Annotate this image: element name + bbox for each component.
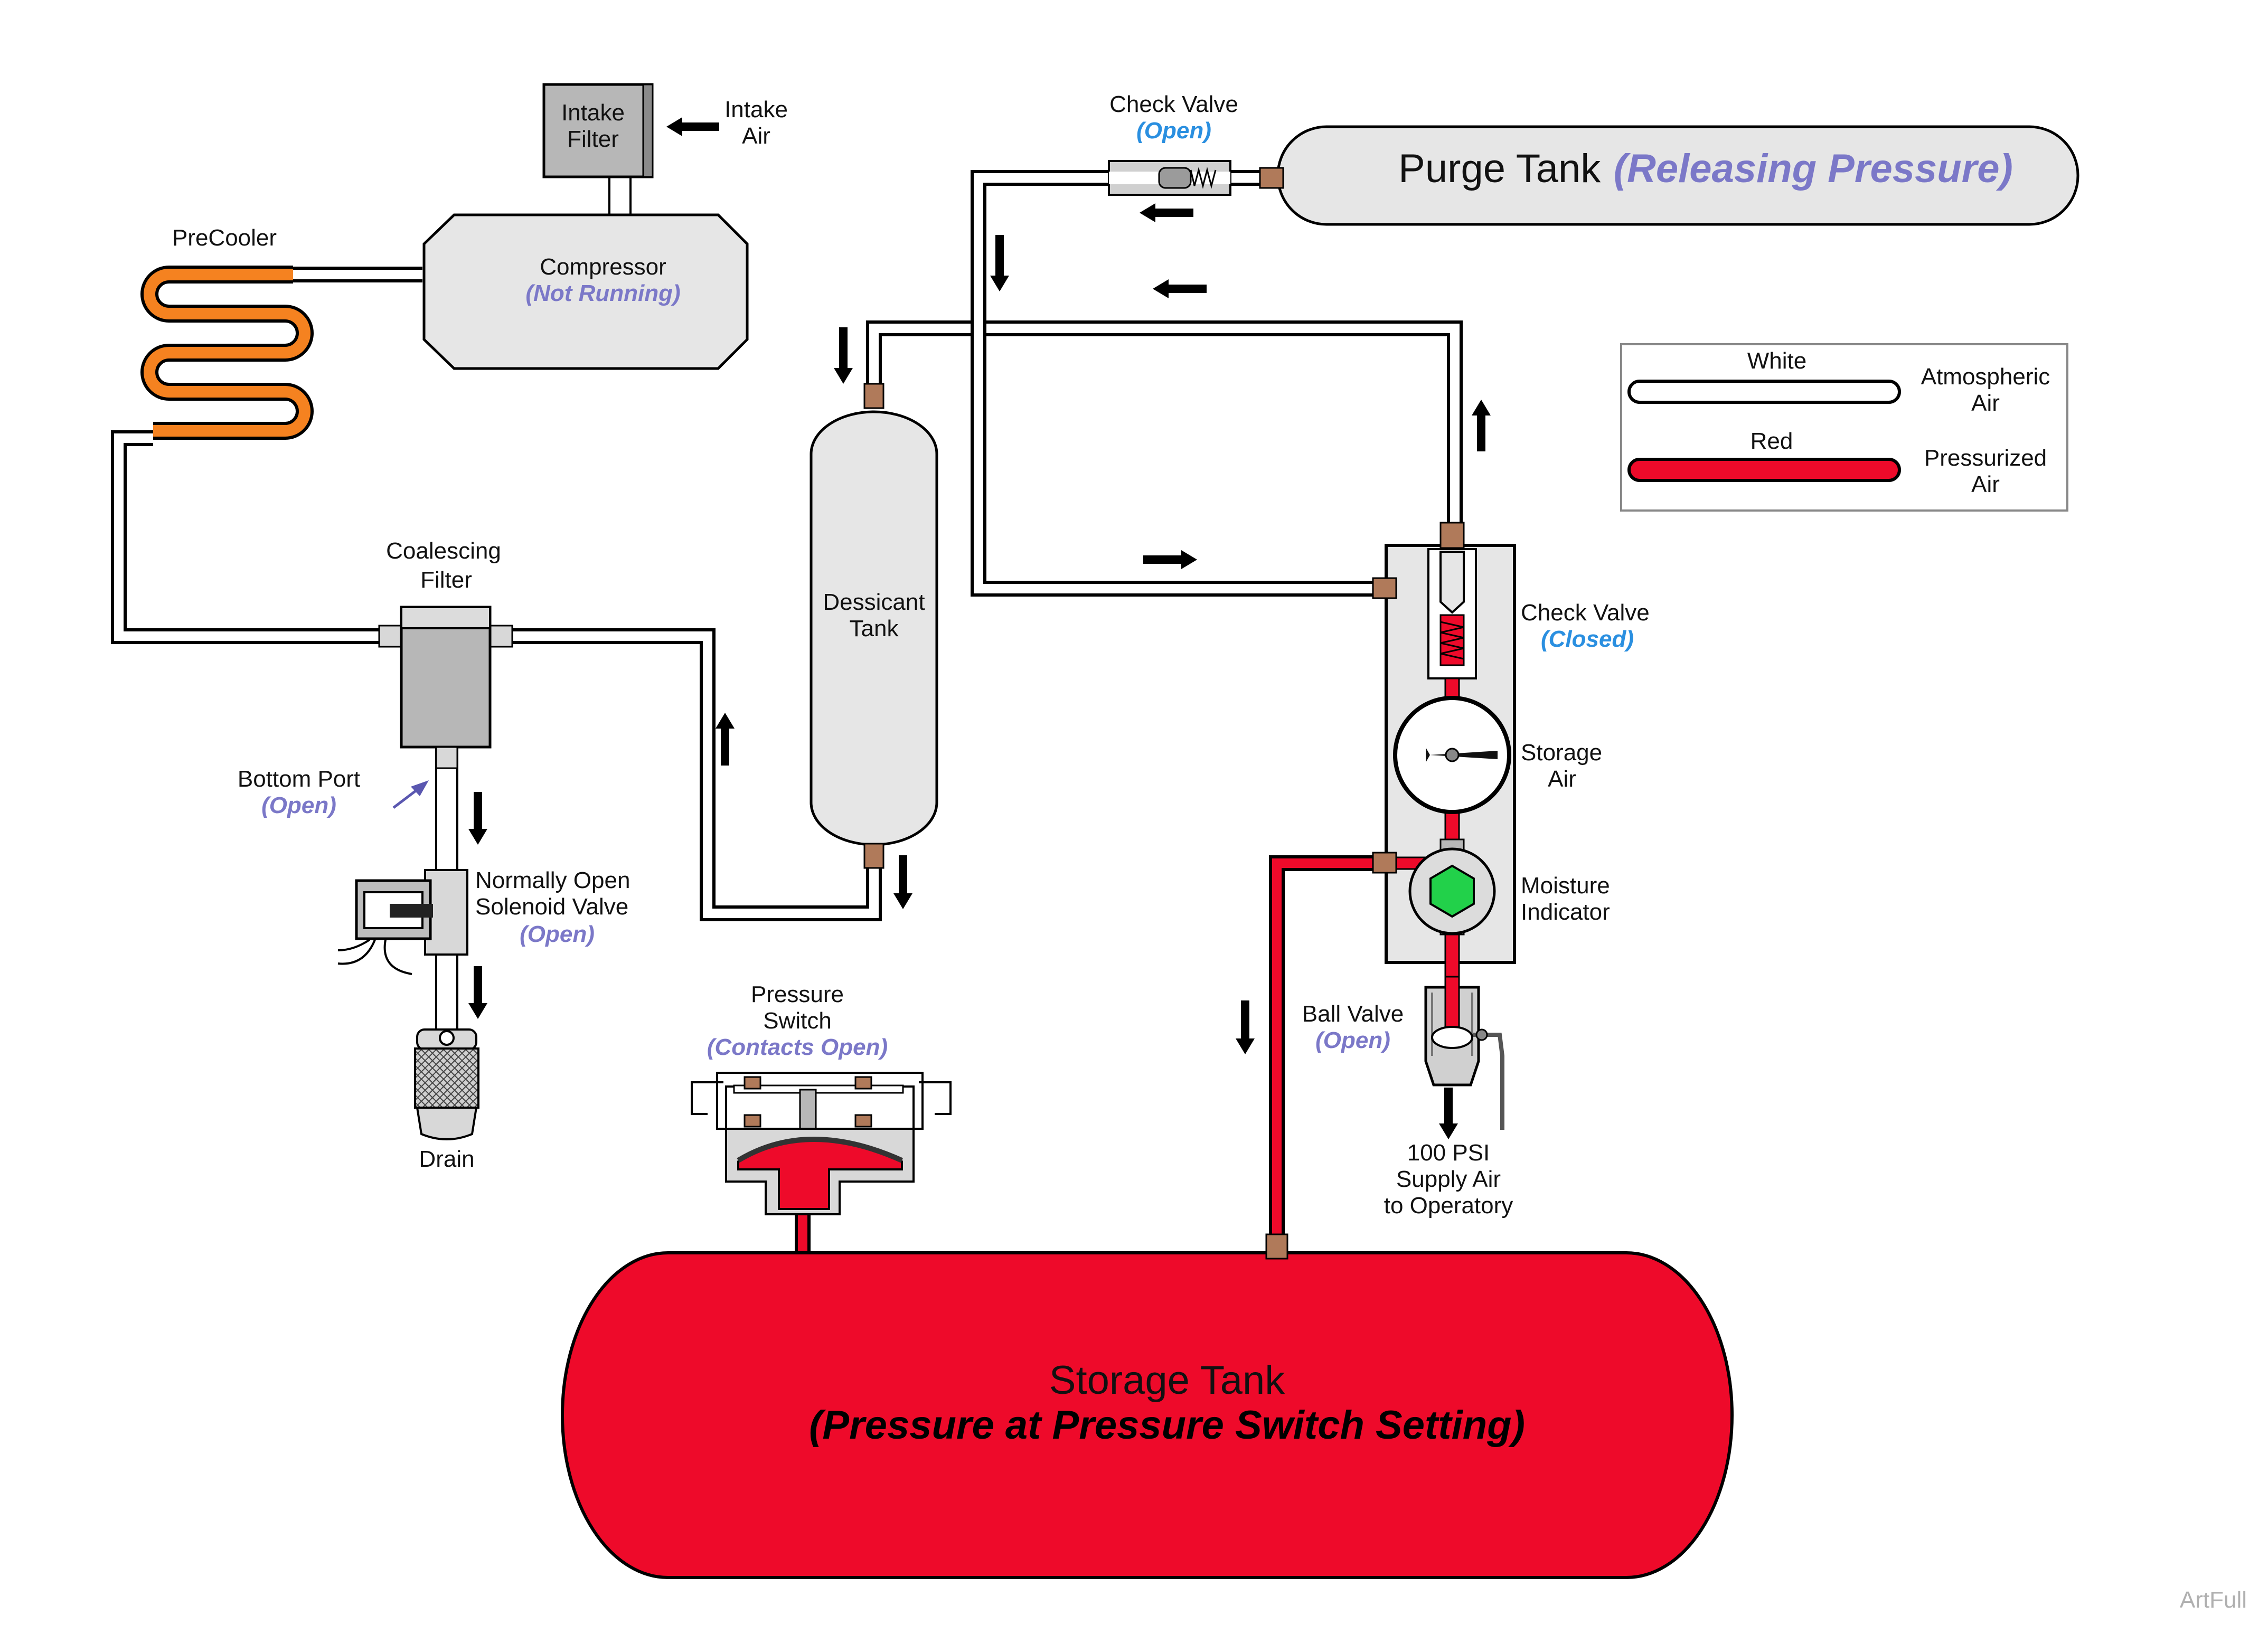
intake-air-arrow: [666, 117, 719, 136]
storage-tank-state: (Pressure at Pressure Switch Setting): [809, 1403, 1525, 1448]
legend-red-desc-1: Pressurized: [1924, 445, 2047, 471]
moisture-label-1: Moisture: [1521, 873, 1610, 899]
coalescing-filter-label-1: Coalescing: [386, 538, 501, 564]
legend: White Atmospheric Air Red Pressurized Ai…: [1620, 343, 2068, 512]
coalescing-filter: Coalescing Filter: [378, 538, 513, 769]
intake-air-label-2: Air: [742, 123, 770, 149]
compressor: Compressor (Not Running): [422, 213, 749, 370]
bottom-port-pointer: [392, 780, 429, 809]
compressor-state: (Not Running): [525, 280, 680, 306]
arrow-down-red-line: [1236, 1000, 1255, 1054]
check-valve-right-state: (Closed): [1541, 626, 1634, 652]
pressurized-pipes: [795, 855, 1384, 1259]
storage-tank-label: Storage Tank: [1049, 1358, 1285, 1403]
intake-filter-label-2: Filter: [567, 126, 619, 152]
arrow-top-left: [1153, 279, 1207, 298]
bottom-port-label: Bottom Port: [238, 766, 360, 792]
solenoid-state: (Open): [520, 921, 595, 947]
legend-red-swatch: [1627, 458, 1901, 482]
pressure-switch-label-2: Switch: [763, 1008, 832, 1034]
purge-tank-title: Purge Tank (Releasing Pressure): [1398, 146, 2013, 191]
coalescing-filter-label-2: Filter: [420, 567, 472, 593]
pressure-switch: Pressure Switch (Contacts Open): [691, 981, 952, 1215]
ball-valve: Ball Valve (Open): [1302, 976, 1504, 1130]
legend-white-swatch: [1627, 380, 1901, 404]
precooler-label: PreCooler: [172, 225, 277, 251]
supply-air-label-1: 100 PSI: [1407, 1140, 1490, 1166]
legend-red-desc-2: Air: [1971, 471, 2000, 497]
intake-filter: Intake Filter: [542, 83, 654, 178]
drain: Drain: [414, 1028, 479, 1172]
arrow-down-solenoid: [468, 966, 487, 1019]
arrow-up-right: [1472, 400, 1491, 451]
purge-tank: Purge Tank (Releasing Pressure): [1259, 125, 2079, 226]
supply-air-label-2: Supply Air: [1396, 1166, 1501, 1192]
intake-filter-label-1: Intake: [561, 100, 625, 126]
arrow-purge-left: [1140, 203, 1193, 222]
solenoid-valve: Normally Open Solenoid Valve (Open): [337, 867, 630, 975]
check-valve-top-label: Check Valve: [1109, 91, 1238, 117]
dryer-tower: Check Valve (Closed) Storage Air Moistur…: [1372, 522, 1650, 988]
watermark: ArtFull: [2180, 1587, 2247, 1613]
purge-tank-label: Purge Tank: [1398, 146, 1601, 191]
dessicant-label-1: Dessicant: [823, 589, 925, 615]
bottom-port-state: (Open): [261, 792, 336, 818]
atmospheric-pipes: [111, 170, 1463, 1037]
dessicant-tank: Dessicant Tank: [810, 383, 938, 869]
moisture-label-2: Indicator: [1521, 899, 1610, 925]
arrow-right-to-tower: [1143, 550, 1197, 569]
storage-air-label-2: Air: [1548, 766, 1576, 792]
pressure-switch-label-1: Pressure: [751, 981, 844, 1007]
compressor-label: Compressor: [540, 254, 666, 280]
ball-valve-label: Ball Valve: [1302, 1001, 1404, 1027]
arrow-down-dessicant-top: [834, 327, 853, 384]
legend-white-label: White: [1747, 348, 1806, 374]
ball-valve-state: (Open): [1315, 1027, 1390, 1053]
legend-red-label: Red: [1751, 428, 1793, 454]
legend-white-desc-1: Atmospheric: [1921, 364, 2050, 390]
legend-white-desc-2: Air: [1971, 390, 2000, 416]
drain-label: Drain: [419, 1146, 474, 1172]
storage-tank: Storage Tank (Pressure at Pressure Switc…: [561, 1233, 1734, 1579]
check-valve-top-state: (Open): [1136, 118, 1211, 144]
solenoid-label-1: Normally Open: [475, 867, 630, 893]
supply-air-arrow: [1439, 1088, 1458, 1139]
check-valve-right-label: Check Valve: [1521, 600, 1650, 626]
supply-air-label-3: to Operatory: [1384, 1193, 1513, 1219]
check-valve-top: Check Valve (Open): [1108, 91, 1238, 196]
solenoid-label-2: Solenoid Valve: [475, 894, 628, 920]
dessicant-label-2: Tank: [850, 616, 899, 641]
precooler: PreCooler: [140, 225, 314, 440]
pressure-switch-state: (Contacts Open): [707, 1034, 888, 1060]
arrow-down-bottom-port: [468, 792, 487, 845]
intake-air-label-1: Intake: [724, 97, 788, 122]
arrow-down-dessicant-bottom: [893, 855, 912, 909]
arrow-down-purge: [990, 235, 1009, 291]
arrow-up-filter-line: [716, 713, 735, 766]
flow-arrows: [468, 203, 1491, 1054]
purge-tank-state: (Releasing Pressure): [1614, 146, 2013, 191]
storage-air-label-1: Storage: [1521, 740, 1602, 766]
